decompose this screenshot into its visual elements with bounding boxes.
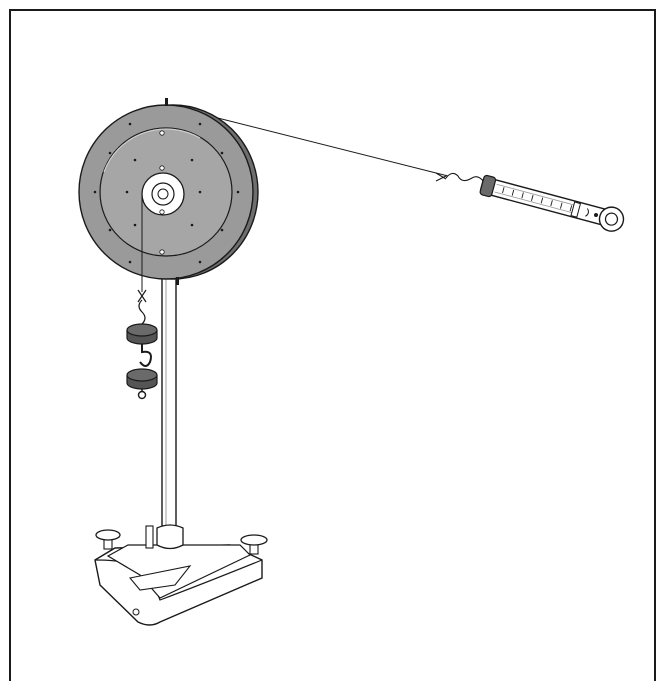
support-rod [161,269,177,536]
rotating-disk [78,98,259,285]
leveling-foot-right [240,534,268,555]
hanging-masses [126,289,158,400]
spring-scale [435,172,625,232]
lower-mass [126,368,158,390]
string-to-spring-scale [189,110,449,177]
tripod-base [94,524,268,626]
upper-mass [126,323,158,345]
leveling-foot-left [95,529,121,550]
